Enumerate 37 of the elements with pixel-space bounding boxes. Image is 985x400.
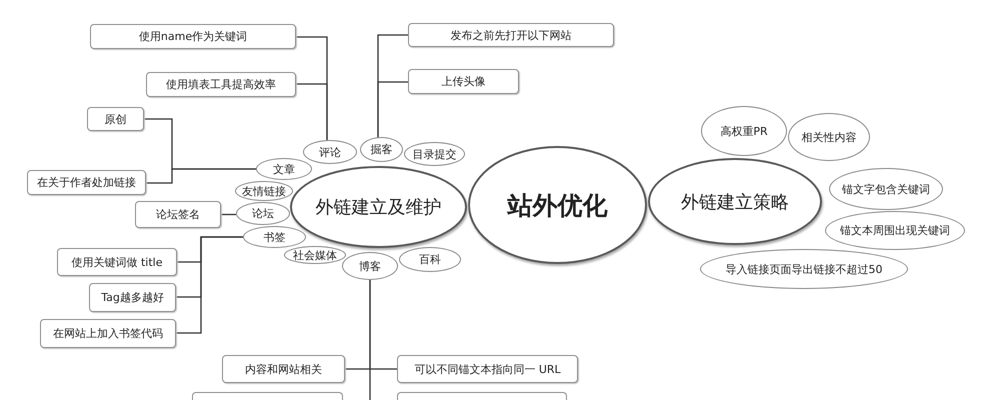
subtopic-ellipse: 书签 [243,226,306,248]
subtopic-ellipse: 评论 [303,140,357,164]
subtopic-ellipse: 掘客 [360,137,403,162]
note-box: 可以不同锚文本指向同一 URL [397,355,578,383]
note-box: 使用关键词做 title [57,248,177,276]
note-box: 上传头像 [408,69,519,94]
connector-line [176,236,243,334]
note-box: Tag越多越好 [89,283,176,312]
note-box: 原创 [87,107,144,131]
connector-line [146,168,256,184]
connector-line [369,280,397,370]
subtopic-ellipse: 博客 [342,252,398,280]
connector-line [296,83,328,140]
note-box [192,392,343,400]
subtopic-ellipse: 友情链接 [235,181,293,201]
note-box: 发布之前先打开以下网站 [408,23,614,47]
subtopic-ellipse: 论坛 [236,202,290,225]
connector-line [377,81,408,138]
note-box [397,392,567,400]
subtopic-ellipse: 导入链接页面导出链接不超过50 [700,249,908,289]
note-box: 使用name作为关键词 [90,24,296,49]
branch-ellipse: 外链建立策略 [648,158,822,245]
note-box: 使用填表工具提高效率 [146,72,296,97]
note-box: 内容和网站相关 [222,355,345,383]
subtopic-ellipse: 文章 [256,158,312,180]
subtopic-ellipse: 百科 [399,247,461,272]
subtopic-ellipse: 高权重PR [701,106,787,156]
subtopic-ellipse: 社会媒体 [284,246,346,264]
connector-line [221,214,236,216]
subtopic-ellipse: 目录提交 [404,142,465,166]
subtopic-ellipse: 相关性内容 [788,113,870,161]
note-box: 在网站上加入书签代码 [40,319,176,348]
subtopic-ellipse: 锚文字包含关键词 [829,168,943,210]
subtopic-ellipse: 锚文本周围出现关键词 [825,211,965,250]
note-box: 论坛签名 [135,201,221,228]
central-topic-ellipse: 站外优化 [468,146,647,264]
note-box: 在关于作者处加链接 [27,170,146,195]
